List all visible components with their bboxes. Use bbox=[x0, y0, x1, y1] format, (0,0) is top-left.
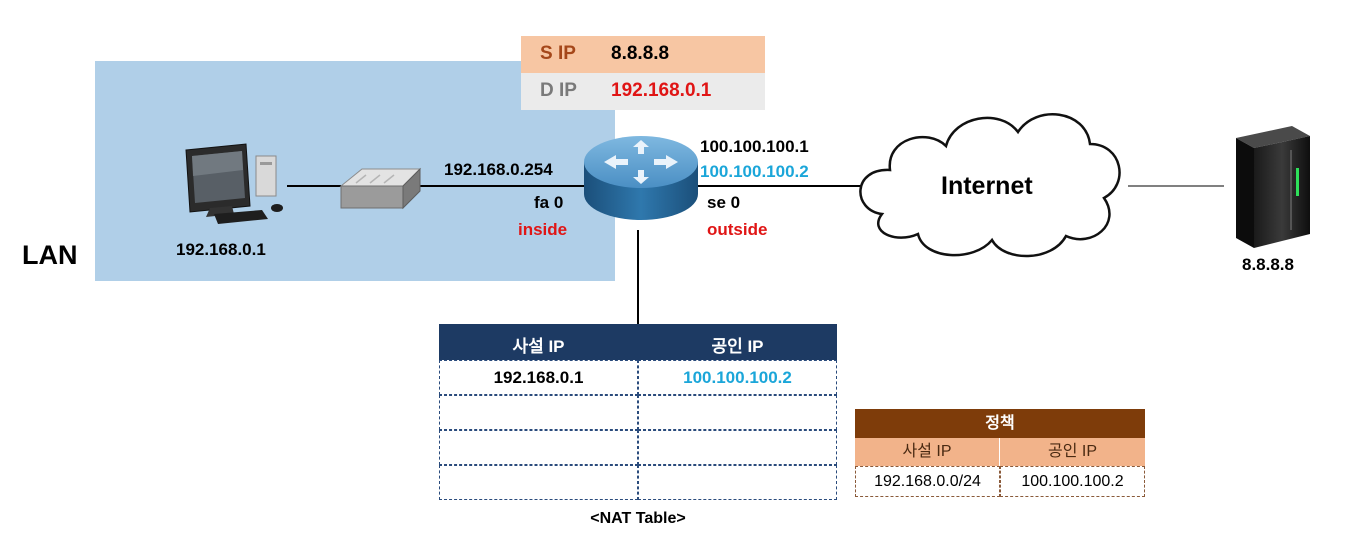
policy-header-public-ip: 공인 IP bbox=[1000, 438, 1145, 466]
policy-title: 정책 bbox=[855, 409, 1145, 438]
source-ip-value: 8.8.8.8 bbox=[611, 43, 670, 64]
table-cell bbox=[638, 430, 837, 465]
policy-public-ip: 100.100.100.2 bbox=[1000, 466, 1145, 497]
table-cell bbox=[439, 395, 638, 430]
internet-label: Internet bbox=[941, 172, 1033, 200]
policy-header-private-ip: 사설 IP bbox=[855, 438, 1000, 466]
server-icon bbox=[1236, 126, 1310, 248]
table-cell bbox=[439, 465, 638, 500]
pc-ip-label: 192.168.0.1 bbox=[176, 240, 266, 259]
router-outside-ip-2: 100.100.100.2 bbox=[700, 162, 809, 181]
table-cell: 100.100.100.2 bbox=[638, 360, 837, 395]
router-outside-label: outside bbox=[707, 220, 768, 239]
switch-icon bbox=[339, 167, 422, 210]
nat-table-caption: <NAT Table> bbox=[590, 510, 686, 527]
server-ip-label: 8.8.8.8 bbox=[1242, 255, 1294, 274]
source-ip-row: S IP 8.8.8.8 bbox=[521, 36, 765, 73]
desktop-pc-icon bbox=[185, 143, 283, 224]
router-inside-label: inside bbox=[518, 220, 568, 239]
destination-ip-row: D IP 192.168.0.1 bbox=[521, 73, 765, 110]
table-cell bbox=[638, 465, 837, 500]
destination-ip-key: D IP bbox=[540, 80, 577, 101]
destination-ip-value: 192.168.0.1 bbox=[611, 80, 712, 101]
source-ip-key: S IP bbox=[540, 43, 576, 64]
packet-header: S IP 8.8.8.8 D IP 192.168.0.1 bbox=[521, 36, 765, 110]
cloud-icon bbox=[859, 113, 1121, 258]
router-inside-interface: fa 0 bbox=[534, 193, 564, 212]
table-cell: 192.168.0.1 bbox=[439, 360, 638, 395]
table-cell bbox=[638, 395, 837, 430]
table-cell bbox=[439, 430, 638, 465]
nat-header-private-ip: 사설 IP bbox=[512, 337, 565, 356]
policy-private-range: 192.168.0.0/24 bbox=[855, 466, 1000, 497]
nat-header-public-ip: 공인 IP bbox=[711, 337, 764, 356]
lan-label: LAN bbox=[22, 240, 78, 270]
nat-table-header: 사설 IP 공인 IP bbox=[439, 324, 837, 360]
router-inside-ip: 192.168.0.254 bbox=[444, 160, 553, 179]
router-outside-ip-1: 100.100.100.1 bbox=[700, 137, 809, 156]
router-outside-interface: se 0 bbox=[707, 193, 741, 212]
router-icon bbox=[584, 136, 698, 220]
